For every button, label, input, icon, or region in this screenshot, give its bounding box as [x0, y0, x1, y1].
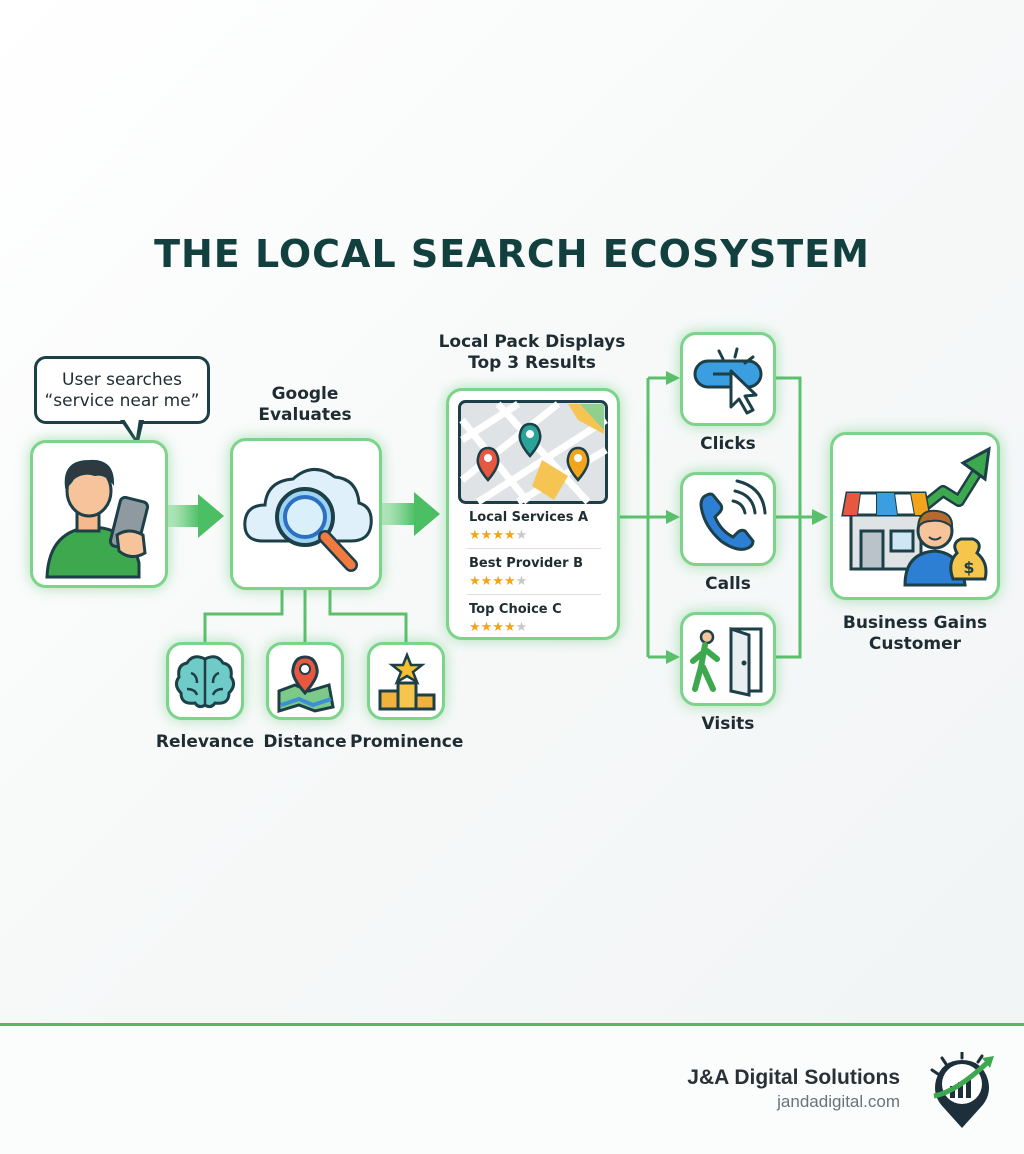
walk-door-icon [690, 626, 763, 697]
star-empty-icon: ★ [515, 619, 528, 634]
local-pack-label: Local Pack Displays Top 3 Results [420, 332, 644, 374]
result-rating-2: ★★★★★ [469, 573, 527, 589]
page-title: THE LOCAL SEARCH ECOSYSTEM [154, 232, 870, 276]
outcome-label: Business Gains Customer [826, 613, 1004, 655]
footer-divider [0, 1023, 1024, 1026]
action-card-clicks [680, 332, 776, 426]
factor-card-relevance [166, 642, 244, 720]
star-empty-icon: ★ [515, 527, 528, 542]
brand-domain: jandadigital.com [777, 1092, 900, 1111]
action-label-clicks: Clicks [700, 434, 756, 454]
outcome-label-line-2: Customer [868, 634, 962, 654]
storefront-growth-icon: $ [841, 446, 991, 587]
result-rating-3: ★★★★★ [469, 619, 527, 635]
google-label: Google Evaluates [230, 384, 380, 426]
map-pin-teal [518, 422, 542, 458]
map-pin-icon [277, 655, 335, 714]
star-icon: ★★★★ [469, 573, 516, 588]
action-card-visits [680, 612, 776, 706]
factor-label-relevance: Relevance [155, 732, 255, 752]
local-pack-label-line-1: Local Pack Displays [438, 332, 626, 352]
business-gains-card: $ [830, 432, 1000, 600]
speech-bubble-tail-inner [124, 419, 139, 438]
speech-line-2: “service near me” [44, 391, 200, 411]
outcome-label-line-1: Business Gains [842, 613, 988, 633]
factor-card-distance [266, 642, 344, 720]
map-thumbnail [458, 400, 608, 504]
factor-card-prominence [367, 642, 445, 720]
brand-logo-icon [930, 1052, 994, 1128]
factor-connectors [203, 590, 408, 642]
factor-label-distance: Distance [263, 732, 347, 752]
click-cursor-icon [693, 347, 763, 415]
action-label-calls: Calls [705, 574, 751, 594]
speech-line-1: User searches [62, 370, 182, 390]
local-pack-label-line-2: Top 3 Results [468, 353, 596, 373]
podium-star-icon [378, 651, 436, 711]
action-connectors [620, 376, 668, 659]
brand-name: J&A Digital Solutions [687, 1066, 900, 1089]
result-name-3: Top Choice C [469, 602, 562, 617]
result-divider [467, 594, 601, 595]
arrow-user-to-google [168, 494, 224, 538]
star-icon: ★★★★ [469, 527, 516, 542]
phone-icon [699, 479, 767, 551]
result-name-1: Local Services A [469, 510, 589, 525]
star-icon: ★★★★ [469, 619, 516, 634]
user-phone-icon [45, 459, 150, 579]
result-divider [467, 548, 601, 549]
cloud-search-icon [243, 468, 373, 572]
user-card [30, 440, 168, 588]
local-pack-card: Local Services A ★★★★★ Best Provider B ★… [446, 388, 620, 640]
brain-icon [174, 655, 236, 709]
footer [0, 1026, 1024, 1154]
arrow-google-to-pack [382, 492, 440, 536]
merge-connectors [776, 376, 814, 659]
factor-label-prominence: Prominence [350, 732, 464, 752]
google-label-line-1: Google [271, 384, 339, 404]
result-name-2: Best Provider B [469, 556, 583, 571]
star-empty-icon: ★ [515, 573, 528, 588]
action-card-calls [680, 472, 776, 566]
google-evaluates-card [230, 438, 382, 590]
search-speech-bubble: User searches “service near me” [34, 356, 210, 424]
result-rating-1: ★★★★★ [469, 527, 527, 543]
map-pin-red [476, 446, 500, 482]
action-label-visits: Visits [701, 714, 755, 734]
svg-text:$: $ [963, 558, 974, 577]
map-pin-yellow [566, 446, 590, 482]
google-label-line-2: Evaluates [258, 405, 352, 425]
